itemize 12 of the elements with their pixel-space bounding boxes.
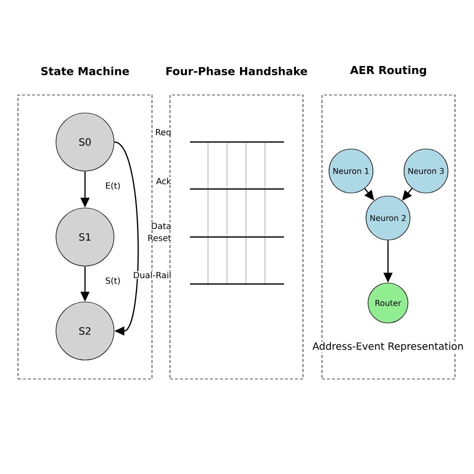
arrow xyxy=(114,141,139,336)
panel-title: State Machine xyxy=(41,66,129,76)
signal-label: Dual-Rail xyxy=(132,271,172,279)
edge-label: E(t) xyxy=(104,181,122,191)
caption-text: Address-Event Representation xyxy=(312,342,464,352)
signal-label: Ack xyxy=(156,177,172,185)
signal-label: Data xyxy=(150,222,172,230)
signal-label: Req xyxy=(154,128,172,138)
edge-label: S(t) xyxy=(104,276,122,286)
panel-title: Four-Phase Handshake xyxy=(166,66,308,76)
signal-label: Reset xyxy=(147,234,172,242)
panel-title: AER Routing xyxy=(350,66,426,76)
